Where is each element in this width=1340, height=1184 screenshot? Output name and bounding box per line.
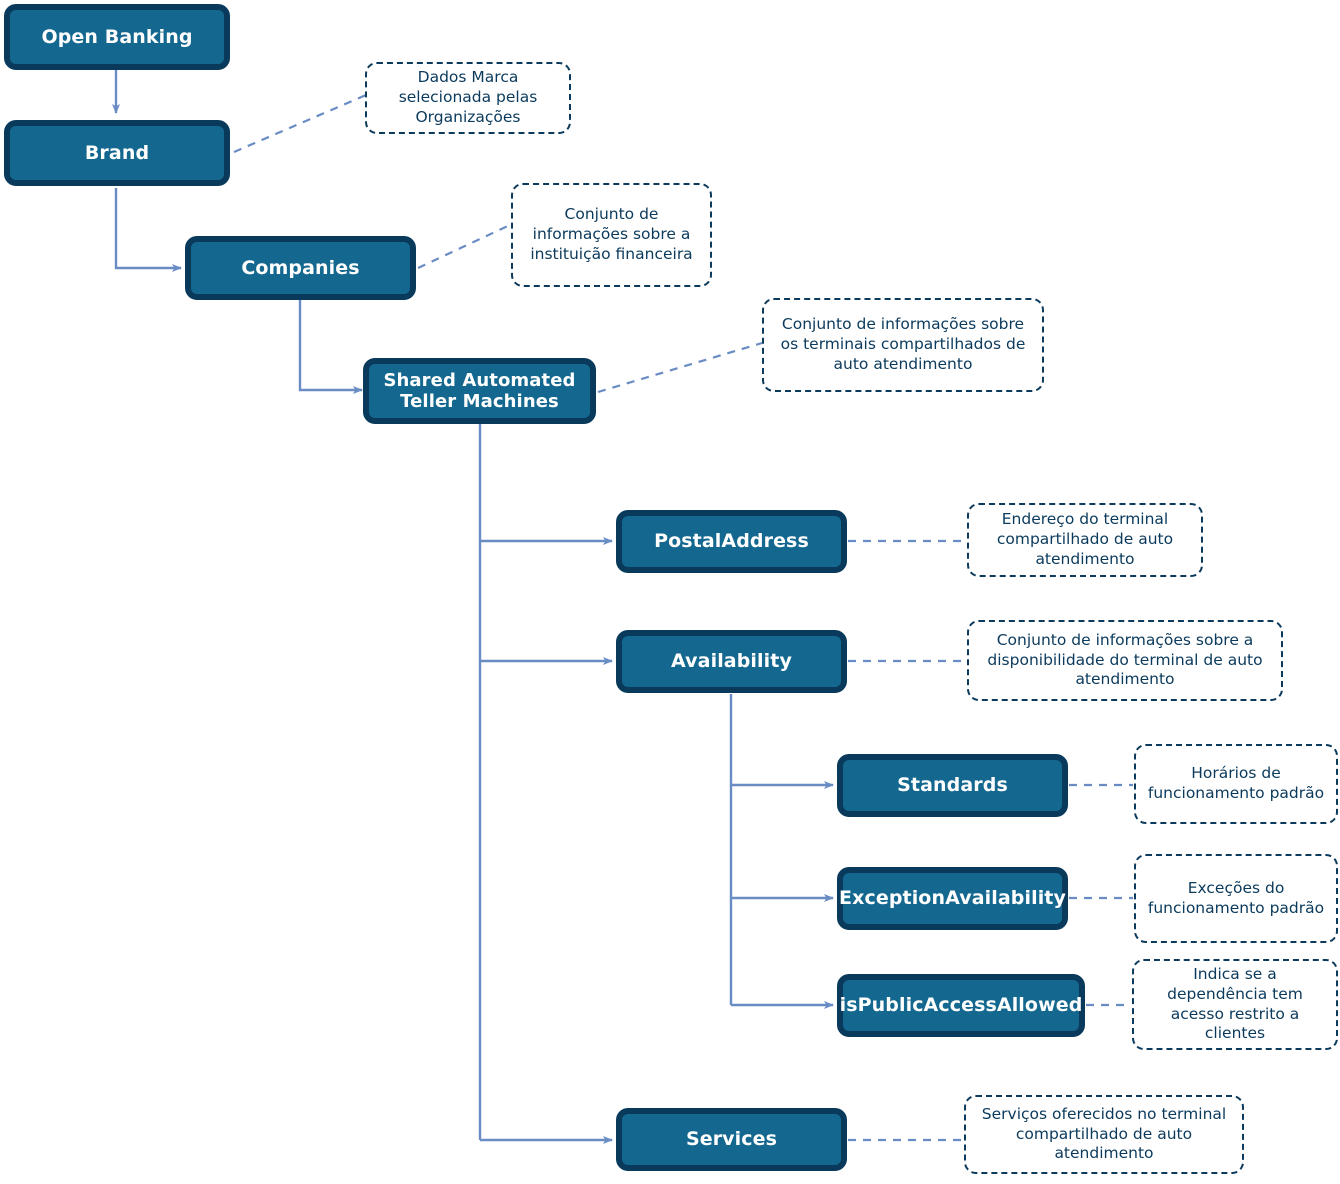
note-connectors [233,93,1133,1142]
node-open-banking[interactable]: Open Banking [4,4,230,70]
note-text: Exceções do funcionamento padrão [1147,878,1325,917]
note-text: Endereço do terminal compartilhado de au… [996,510,1174,568]
node-label: Brand [84,141,150,164]
node-postal-address[interactable]: PostalAddress [616,510,847,573]
note-text: Indica se a dependência tem acesso restr… [1167,964,1303,1043]
node-label-line-2: Teller Machines [400,391,559,412]
node-exception-availability[interactable]: ExceptionAvailability [837,867,1068,930]
note-text: Dados Marca selecionada pelas Organizaçõ… [398,68,538,126]
note-services-description: Serviços oferecidos no terminal comparti… [964,1095,1244,1174]
node-shared-automated-teller-machines[interactable]: Shared Automated Teller Machines [363,358,596,424]
node-label: PostalAddress [654,530,809,553]
node-services[interactable]: Services [616,1108,847,1171]
node-label: Standards [897,774,1008,797]
note-text: Serviços oferecidos no terminal comparti… [981,1104,1227,1163]
node-label: Open Banking [41,25,193,48]
note-text: Conjunto de informações sobre a disponib… [987,630,1263,689]
note-text: Conjunto de informações sobre os termina… [780,315,1026,373]
note-standards-description: Horários de funcionamento padrão [1134,744,1338,824]
node-standards[interactable]: Standards [837,754,1068,817]
note-connector-brand [233,93,367,154]
note-shared-atm-description: Conjunto de informações sobre os termina… [762,298,1044,392]
note-brand-description: Dados Marca selecionada pelas Organizaçõ… [365,62,571,134]
node-label: isPublicAccessAllowed [839,994,1083,1017]
note-companies-description: Conjunto de informações sobre a institui… [511,183,712,287]
note-is-public-access-description: Indica se a dependência tem acesso restr… [1132,959,1338,1050]
note-connector-companies [417,223,513,269]
node-label: Companies [241,256,360,279]
edge-brand-to-companies [114,188,182,272]
edge-shared-atm-trunk [478,424,613,1144]
note-exception-availability-description: Exceções do funcionamento padrão [1134,854,1338,943]
node-is-public-access-allowed[interactable]: isPublicAccessAllowed [837,974,1085,1037]
edge-companies-to-shared-atm [298,300,363,394]
note-text: Conjunto de informações sobre a institui… [530,205,693,263]
node-label: Availability [671,650,792,673]
node-availability[interactable]: Availability [616,630,847,693]
note-connector-shared-atm [597,341,763,394]
note-postal-address-description: Endereço do terminal compartilhado de au… [967,503,1203,577]
node-label: ExceptionAvailability [839,887,1066,910]
edge-availability-trunk [729,694,834,1009]
node-label: Services [685,1128,778,1151]
note-text: Horários de funcionamento padrão [1147,764,1325,802]
node-brand[interactable]: Brand [4,120,230,186]
note-availability-description: Conjunto de informações sobre a disponib… [967,620,1283,701]
node-companies[interactable]: Companies [185,236,416,300]
node-label-line-1: Shared Automated [383,369,576,391]
